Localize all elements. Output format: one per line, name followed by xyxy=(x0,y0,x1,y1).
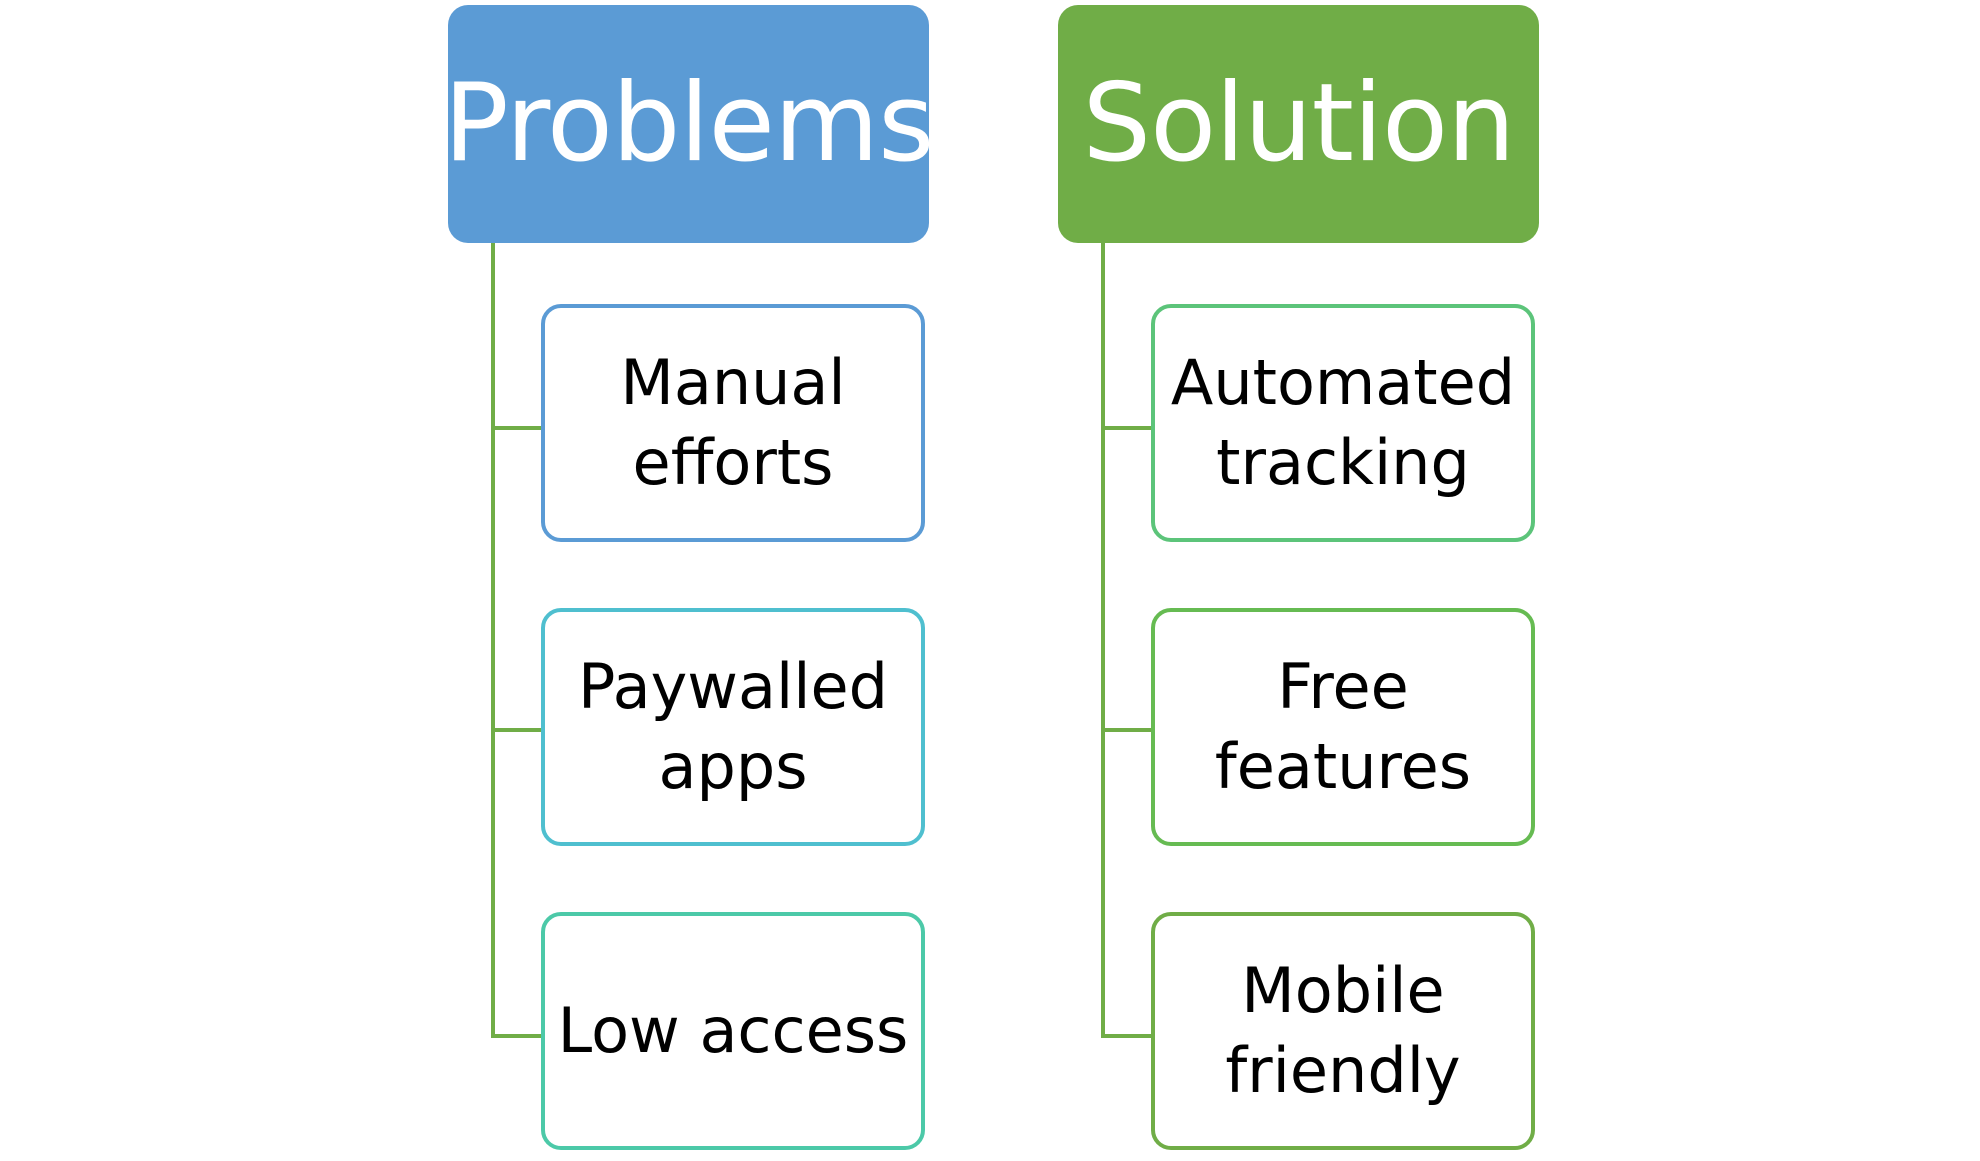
solution-header: Solution xyxy=(1058,5,1539,243)
problems-connector-branch-3 xyxy=(491,1034,541,1038)
problems-connector-branch-2 xyxy=(491,728,541,732)
problem-item-label: Paywalled apps xyxy=(578,650,888,803)
solution-connector-branch-1 xyxy=(1101,426,1151,430)
problem-item-paywalled-apps: Paywalled apps xyxy=(541,608,925,846)
solution-item-automated-tracking: Automated tracking xyxy=(1151,304,1535,542)
problems-title: Problems xyxy=(443,61,935,186)
problems-connector-vertical xyxy=(491,243,495,1038)
solution-item-mobile-friendly: Mobile friendly xyxy=(1151,912,1535,1150)
problem-item-label: Manual efforts xyxy=(620,346,846,499)
problems-header: Problems xyxy=(444,5,934,243)
solution-connector-vertical xyxy=(1101,243,1105,1038)
problems-connector-branch-1 xyxy=(491,426,541,430)
solution-title: Solution xyxy=(1082,61,1516,186)
problem-item-manual-efforts: Manual efforts xyxy=(541,304,925,542)
solution-item-label: Automated tracking xyxy=(1170,346,1516,499)
solution-connector-branch-2 xyxy=(1101,728,1151,732)
problem-item-label: Low access xyxy=(557,994,909,1067)
solution-item-free-features: Free features xyxy=(1151,608,1535,846)
solution-item-label: Free features xyxy=(1214,650,1472,803)
solution-item-label: Mobile friendly xyxy=(1225,954,1461,1107)
solution-connector-branch-3 xyxy=(1101,1034,1151,1038)
problem-item-low-access: Low access xyxy=(541,912,925,1150)
